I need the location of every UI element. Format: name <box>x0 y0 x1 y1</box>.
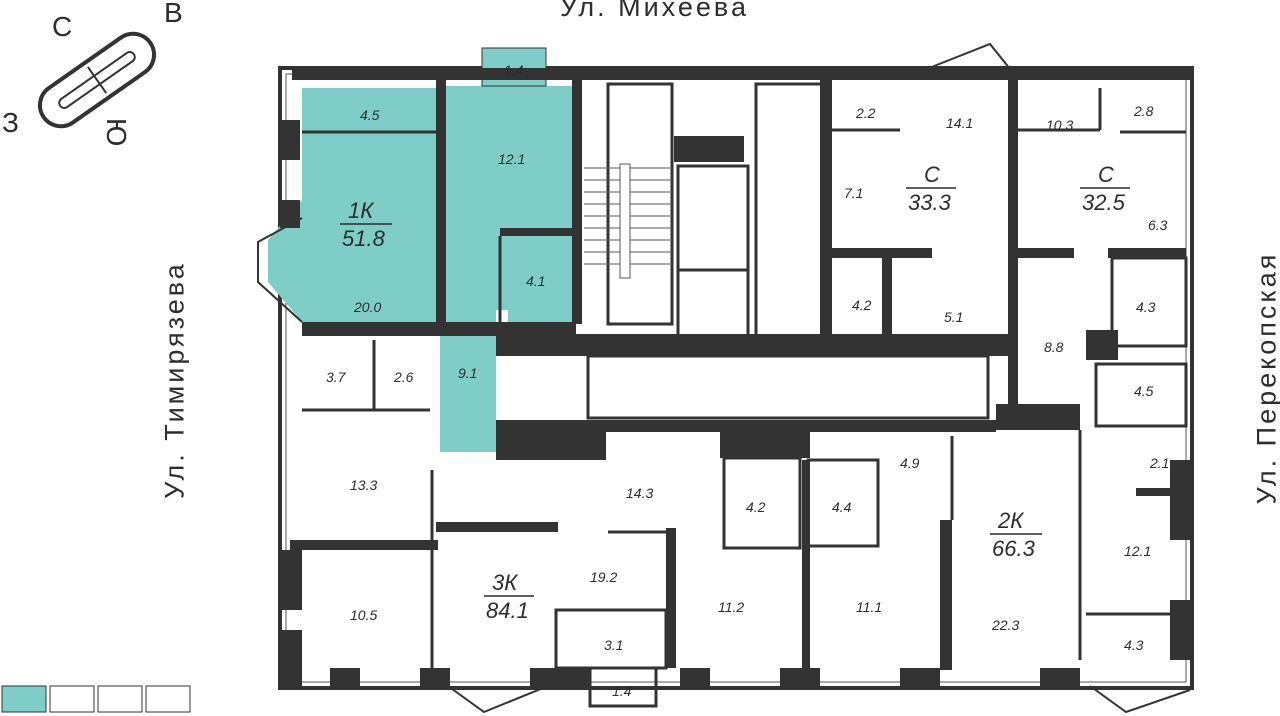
compass-north: С <box>52 11 72 42</box>
apartment-type: 2К <box>997 508 1024 533</box>
room-area: 2.2 <box>855 105 876 121</box>
apartment-3k[interactable]: 3К 84.1 <box>484 570 534 623</box>
room-area: 4.2 <box>852 297 872 313</box>
room-area: 4.3 <box>1124 637 1144 653</box>
room-area: 13.3 <box>350 477 377 493</box>
apartment-area: 84.1 <box>486 598 529 623</box>
room-area: 7.1 <box>844 185 863 201</box>
compass-south: Ю <box>101 118 132 146</box>
apartment-area: 66.3 <box>992 536 1036 561</box>
room-area: 9.1 <box>458 365 477 381</box>
room-area: 14.3 <box>626 485 653 501</box>
room-area: 11.2 <box>718 599 744 615</box>
room-area: 10.3 <box>1046 117 1073 133</box>
section-minimap <box>1 685 191 713</box>
room-area: 4.5 <box>1134 383 1154 399</box>
room-area: 1.4 <box>612 683 632 699</box>
room-area: 5.1 <box>944 309 963 325</box>
apartment-area: 32.5 <box>1082 190 1126 215</box>
apartment-c-2[interactable]: С 32.5 <box>1080 162 1130 215</box>
apartment-type: С <box>924 162 940 187</box>
room-area: 12.1 <box>1124 543 1151 559</box>
room-area: 1.4 <box>504 62 524 78</box>
room-area: 4.1 <box>526 273 545 289</box>
room-area: 11.1 <box>856 599 882 615</box>
room-area: 6.3 <box>1148 217 1168 233</box>
room-area: 4.2 <box>746 499 766 515</box>
room-area: 20.0 <box>353 299 381 315</box>
room-area: 4.5 <box>360 107 380 123</box>
room-area: 4.9 <box>900 455 920 471</box>
room-area: 3.1 <box>604 637 623 653</box>
section-4[interactable] <box>145 685 191 713</box>
room-area: 10.5 <box>350 607 377 623</box>
section-1-active[interactable] <box>1 685 47 713</box>
room-area: 22.3 <box>991 617 1019 633</box>
compass-west: З <box>2 107 19 138</box>
apartment-labels: 1К 51.8 С 33.3 С 32.5 2К 66.3 3К 84.1 <box>340 162 1130 623</box>
apartment-c-1[interactable]: С 33.3 <box>906 162 956 215</box>
street-label-top: Ул. Михеева <box>560 0 749 22</box>
compass-east: В <box>164 0 183 28</box>
room-area: 14.1 <box>946 115 973 131</box>
section-2[interactable] <box>49 685 95 713</box>
apartment-type: С <box>1098 162 1114 187</box>
section-3[interactable] <box>97 685 143 713</box>
apartment-type: 1К <box>348 198 374 223</box>
room-area: 8.8 <box>1044 339 1064 355</box>
apartment-1k[interactable]: 1К 51.8 <box>340 198 392 251</box>
room-area: 19.2 <box>590 569 617 585</box>
room-area: 3.7 <box>326 369 347 385</box>
apartment-area: 33.3 <box>908 190 952 215</box>
room-labels: 4.5 12.1 1.4 20.0 4.1 9.1 2.2 14.1 7.1 4… <box>326 62 1169 699</box>
compass-icon: С В Ю З <box>2 0 183 146</box>
apartment-2k[interactable]: 2К 66.3 <box>990 508 1042 561</box>
wall-group <box>280 68 1192 688</box>
room-area: 2.1 <box>1149 455 1169 471</box>
room-area: 4.4 <box>832 499 852 515</box>
apartment-area: 51.8 <box>342 226 386 251</box>
room-area: 2.8 <box>1133 103 1154 119</box>
bay-window-group <box>257 42 1191 714</box>
room-area: 4.3 <box>1136 299 1156 315</box>
apartment-type: 3К <box>492 570 518 595</box>
staircase <box>584 163 672 279</box>
room-area: 12.1 <box>498 151 525 167</box>
room-area: 2.6 <box>393 369 414 385</box>
